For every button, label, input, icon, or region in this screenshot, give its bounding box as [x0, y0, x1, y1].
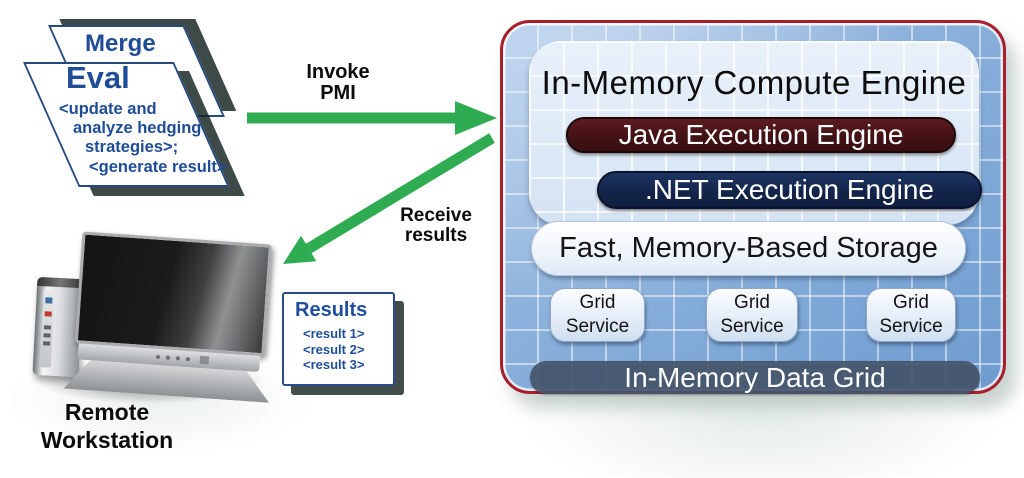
tower-led [44, 311, 52, 317]
receive-results-label: Receive results [386, 206, 486, 246]
result-item: <result 1> [303, 326, 365, 341]
invoke-pmi-label: Invoke PMI [288, 62, 388, 104]
grid-service-line2: Service [565, 316, 630, 337]
merge-label: Merge [85, 30, 156, 57]
result-item: <result 3> [303, 357, 365, 372]
monitor-button [165, 355, 171, 360]
compute-engine-panel: In-Memory Compute Engine Java Execution … [529, 41, 982, 225]
result-item: <result 2> [303, 341, 365, 357]
grid-service-box: Grid Service [866, 288, 956, 342]
results-box: Results <result 1> <result 2> <result 3> [282, 292, 395, 386]
eval-body-line: <update and [59, 100, 157, 118]
grid-service-line2: Service [879, 316, 943, 337]
eval-body-line: analyze hedging [73, 119, 202, 137]
invoke-line2: PMI [320, 82, 356, 104]
receive-line2: results [404, 225, 468, 246]
monitor-icon [72, 231, 276, 396]
invoke-line1: Invoke [306, 61, 370, 83]
monitor-button [155, 354, 161, 360]
tower-top [37, 276, 84, 289]
remote-workstation-line1: Remote [64, 399, 150, 425]
engine-title: In-Memory Compute Engine [541, 64, 967, 101]
monitor-screen [74, 231, 273, 357]
grid-service-line2: Service [720, 316, 784, 337]
invoke-arrow-icon [247, 101, 497, 135]
results-title: Results [295, 299, 368, 321]
in-memory-data-grid-bar: In-Memory Data Grid [530, 361, 980, 394]
dotnet-execution-engine-pill: .NET Execution Engine [597, 171, 982, 209]
grid-service-line1: Grid [579, 292, 616, 313]
tower-port [43, 333, 51, 338]
workstation-illustration [15, 231, 275, 404]
tower-port [43, 341, 51, 346]
eval-body-line: strategies>; [85, 138, 179, 156]
grid-service-box: Grid Service [706, 288, 798, 342]
tower-badge [45, 297, 53, 304]
java-execution-engine-pill: Java Execution Engine [566, 117, 956, 153]
grid-service-line1: Grid [893, 292, 929, 313]
compute-engine-box: In-Memory Compute Engine Java Execution … [500, 20, 1006, 394]
monitor-logo [199, 355, 210, 365]
monitor-button [175, 356, 181, 361]
grid-service-box: Grid Service [550, 288, 645, 342]
monitor-button [185, 356, 191, 362]
memory-storage-pill: Fast, Memory-Based Storage [531, 221, 966, 276]
remote-workstation-line2: Workstation [40, 427, 174, 453]
eval-label: Eval [66, 60, 130, 95]
receive-line1: Receive [400, 205, 472, 226]
grid-service-line1: Grid [734, 292, 770, 313]
remote-workstation-label: Remote Workstation [12, 398, 202, 454]
eval-body-line: <generate result> [89, 158, 227, 176]
tower-port [43, 325, 52, 330]
